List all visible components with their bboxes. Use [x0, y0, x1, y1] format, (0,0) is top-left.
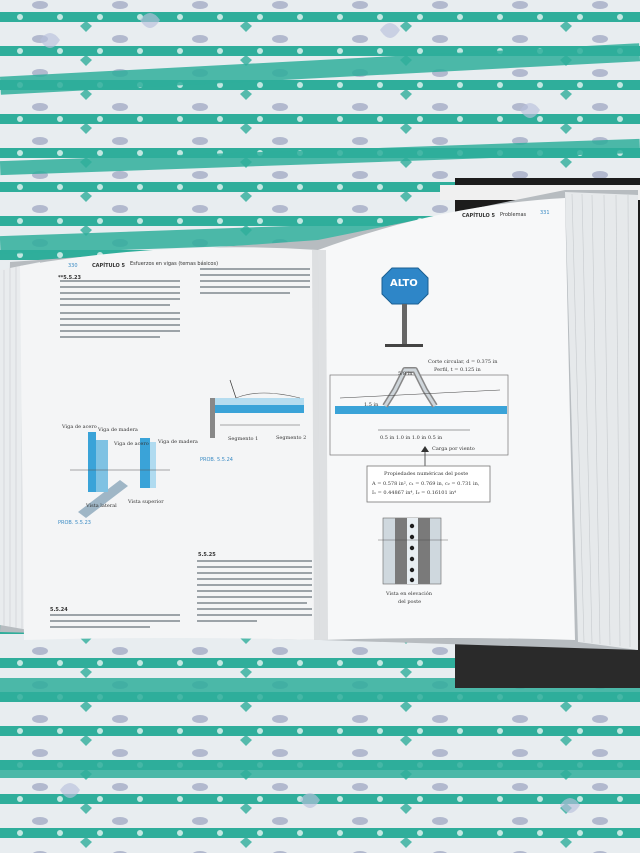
stop-sign-figure: [381, 267, 429, 347]
vista-elevacion-line-1: Vista en elevación: [386, 591, 432, 597]
fig-label-5-5-24: PROB. 5.5.24: [200, 457, 233, 463]
label-viga-acero: Viga de acero: [62, 424, 97, 430]
problem-5-5-25: 5.5.25: [198, 552, 216, 558]
label-viga-madera-2: Viga de madera: [158, 439, 198, 445]
label-viga-madera-1: Viga de madera: [98, 427, 138, 433]
segment-1-label: Segmento 1: [228, 436, 259, 442]
problem-5-5-24: 5.5.24: [50, 607, 68, 613]
right-page-number: 331: [540, 210, 550, 216]
fig-label-5-5-23: PROB. 5.5.23: [58, 520, 91, 526]
stop-sign-text: ALTO: [390, 278, 418, 289]
segment-2-label: Segmento 2: [276, 435, 307, 441]
carga-viento-label: Carga por viento: [432, 446, 475, 452]
properties-line-2: I₁ = 0.44867 in⁴, I₂ = 0.16101 in⁴: [372, 490, 457, 496]
dimensions-bottom: 0.5 in 1.0 in 1.0 in 0.5 in: [380, 435, 443, 441]
perfil-label: Perfil, t = 0.125 in: [434, 367, 481, 373]
right-running-title: Problemas: [500, 212, 527, 218]
properties-title: Propiedades numéricas del poste: [384, 471, 469, 477]
vista-elevacion-line-2: del poste: [398, 599, 422, 605]
label-vista-superior: Vista superior: [128, 499, 164, 505]
left-page-number: 330: [68, 263, 78, 269]
left-running-subtitle: Esfuerzos en vigas (temas básicos): [130, 261, 219, 267]
dimension-5-8: 5/8 in: [398, 371, 413, 377]
dimension-1-5: 1.5 in: [364, 402, 379, 408]
corte-circular-label: Corte circular, d = 0.375 in: [428, 359, 498, 365]
loaded-beam-figure: [210, 379, 304, 438]
right-running-head: CAPÍTULO 5: [462, 213, 496, 219]
problem-5-5-23: **5.5.23: [58, 275, 81, 281]
left-running-head: CAPÍTULO 5: [92, 263, 126, 269]
post-section-figure: [329, 367, 509, 470]
elevation-view-figure: [378, 517, 448, 585]
beam-figure: [70, 432, 170, 518]
label-viga-acero-2: Viga de acero: [114, 441, 149, 447]
properties-box: [366, 465, 491, 503]
properties-line-1: A = 0.578 in², c₁ = 0.769 in, c₂ = 0.731…: [372, 481, 480, 487]
label-vista-lateral: Vista lateral: [86, 503, 117, 509]
